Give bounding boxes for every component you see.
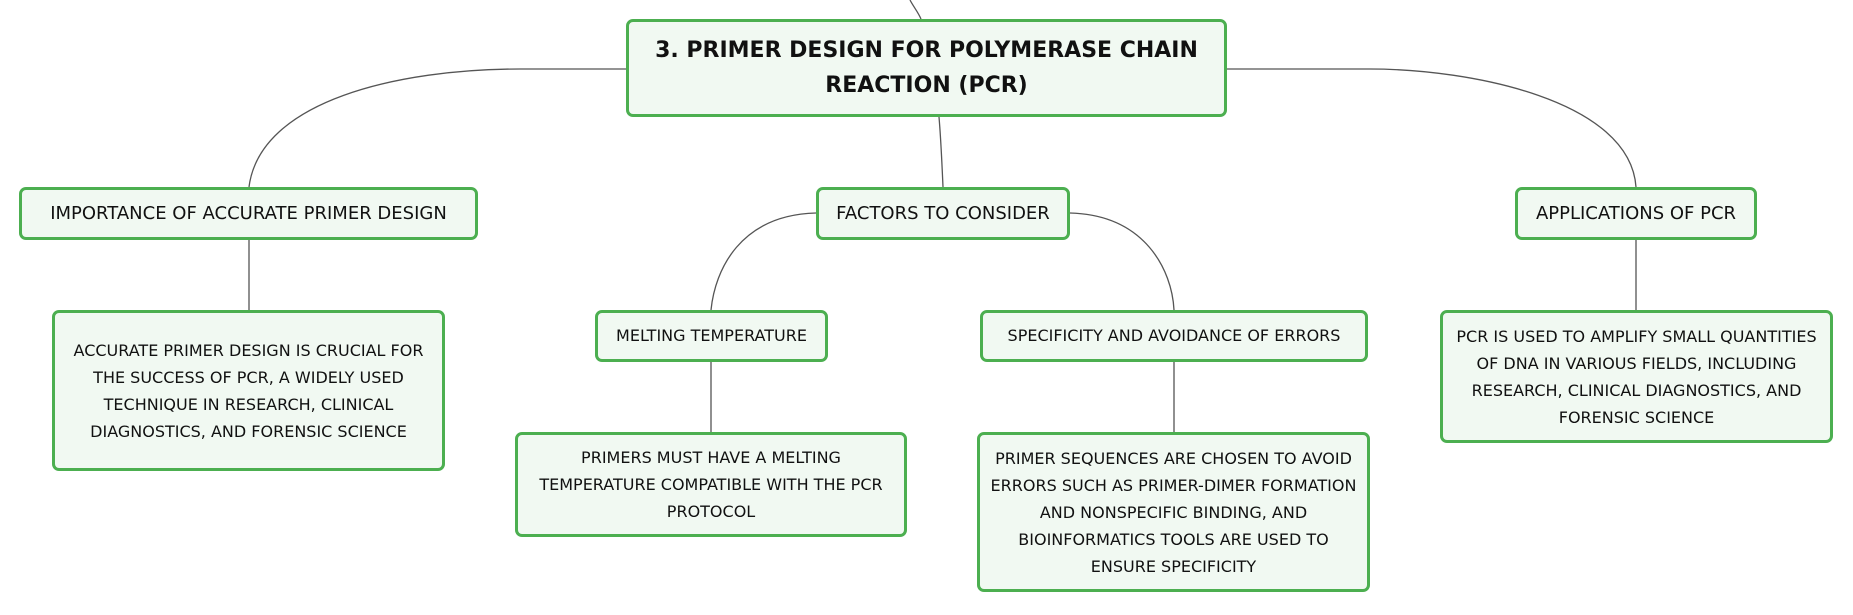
- connector-root-incoming: [909, 0, 922, 20]
- applications-topic-label: Applications of PCR: [1535, 202, 1737, 224]
- applications-detail-text: PCR is used to amplify small quantities …: [1456, 326, 1817, 427]
- root-topic-node[interactable]: 3. Primer Design for Polymerase Chain Re…: [626, 19, 1227, 117]
- connector-root-to-applications: [1227, 68, 1637, 188]
- importance-topic-label: Importance of Accurate Primer Design: [50, 202, 447, 224]
- connector-root-to-importance: [248, 68, 626, 188]
- connector-factors-to-melting: [710, 212, 817, 311]
- melting-detail-node[interactable]: Primers must have a melting temperature …: [515, 432, 907, 537]
- importance-topic-node[interactable]: Importance of Accurate Primer Design: [19, 187, 478, 240]
- importance-detail-node[interactable]: Accurate primer design is crucial for th…: [52, 310, 445, 471]
- connector-factors-to-specificity: [1069, 212, 1175, 311]
- importance-detail-text: Accurate primer design is crucial for th…: [73, 340, 424, 441]
- applications-topic-node[interactable]: Applications of PCR: [1515, 187, 1757, 240]
- specificity-node[interactable]: Specificity and Avoidance of Errors: [980, 310, 1368, 362]
- applications-detail-node[interactable]: PCR is used to amplify small quantities …: [1440, 310, 1833, 443]
- melting-temperature-label: Melting Temperature: [616, 326, 807, 345]
- root-topic-label: 3. Primer Design for Polymerase Chain Re…: [655, 38, 1198, 98]
- specificity-label: Specificity and Avoidance of Errors: [1007, 326, 1341, 345]
- factors-topic-node[interactable]: Factors to Consider: [816, 187, 1070, 240]
- melting-detail-text: Primers must have a melting temperature …: [539, 448, 883, 521]
- factors-topic-label: Factors to Consider: [836, 202, 1050, 224]
- specificity-detail-text: Primer sequences are chosen to avoid err…: [990, 448, 1357, 576]
- specificity-detail-node[interactable]: Primer sequences are chosen to avoid err…: [977, 432, 1370, 592]
- connector-root-to-factors: [938, 116, 944, 188]
- melting-temperature-node[interactable]: Melting Temperature: [595, 310, 828, 362]
